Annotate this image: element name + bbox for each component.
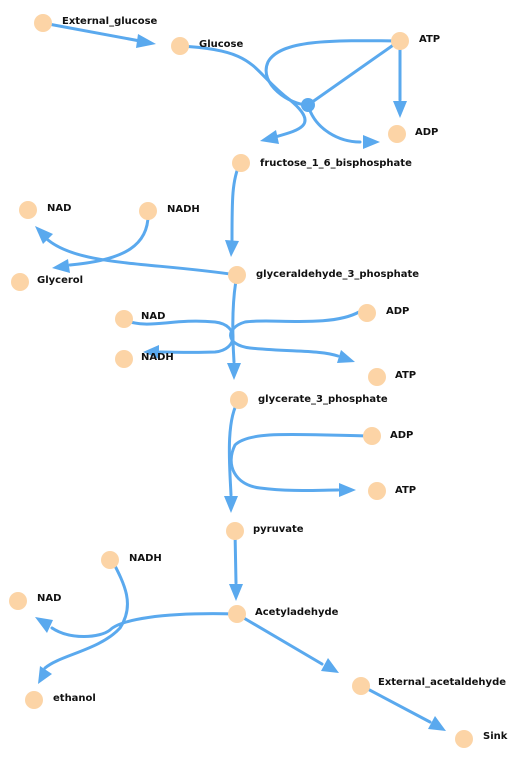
node-label: NAD <box>47 203 71 214</box>
arrowhead <box>35 617 53 633</box>
edge-adp-to-atp <box>229 310 361 358</box>
arrowhead <box>393 101 407 118</box>
node-label: fructose_1_6_bisphosphate <box>260 158 412 169</box>
node-adp[interactable]: ADP <box>358 304 409 322</box>
edge-g3p-to-nad <box>46 238 239 277</box>
node-label: NADH <box>167 204 200 215</box>
edge-adp-to-atp-2 <box>229 432 374 492</box>
node-glycerol[interactable]: Glycerol <box>11 273 83 291</box>
edge-atp-to-reaction <box>264 39 401 107</box>
arrowhead <box>38 666 52 684</box>
node-label: ADP <box>390 430 413 441</box>
node-label: ATP <box>395 370 416 381</box>
node-label: pyruvate <box>253 524 304 535</box>
node-label: Glycerol <box>37 275 83 286</box>
edge-nad-to-nadh <box>122 318 235 354</box>
node-nad[interactable]: NAD <box>115 310 165 328</box>
node-label: ethanol <box>53 693 96 704</box>
node-atp[interactable]: ATP <box>391 32 440 50</box>
node-adp[interactable]: ADP <box>388 125 438 143</box>
node-label: glyceraldehyde_3_phosphate <box>256 269 419 280</box>
node-label: ADP <box>415 127 438 138</box>
node-label: Sink <box>483 731 508 742</box>
edge-f16bp-to-g3p <box>230 161 242 242</box>
node-external-glucose[interactable]: External_glucose <box>34 14 158 32</box>
node-glyceraldehyde-3-phosphate[interactable]: glyceraldehyde_3_phosphate <box>228 266 419 284</box>
node-glucose[interactable]: Glucose <box>171 37 244 55</box>
edge-external-glucose-to-glucose <box>41 21 142 43</box>
node-label: glycerate_3_phosphate <box>258 394 388 405</box>
edge-nadh-to-ethanol <box>43 558 129 670</box>
arrowhead <box>52 259 70 273</box>
edge-g3p-to-gly3p <box>231 273 239 364</box>
arrowhead <box>260 130 279 144</box>
node-label: ATP <box>419 34 440 45</box>
node-label: External_acetaldehyde <box>378 677 506 688</box>
nodes: External_glucose Glucose ATP ADP fructos… <box>9 14 508 748</box>
arrowhead <box>227 363 241 380</box>
node-label: NADH <box>129 553 162 564</box>
node-adp[interactable]: ADP <box>363 427 413 445</box>
arrowhead <box>321 658 339 673</box>
arrowhead <box>35 226 53 244</box>
node-label: NAD <box>141 311 165 322</box>
arrowhead <box>337 350 355 363</box>
node-label: ATP <box>395 485 416 496</box>
node-label: Acetyladehyde <box>255 607 339 618</box>
node-label: ADP <box>386 306 409 317</box>
node-label: Glucose <box>199 39 244 50</box>
node-nadh[interactable]: NADH <box>139 202 200 220</box>
node-atp[interactable]: ATP <box>368 368 416 386</box>
edge-nadh-to-glycerol <box>68 209 150 267</box>
arrowhead <box>136 34 156 48</box>
edge-reaction-to-adp <box>306 103 362 144</box>
node-nad[interactable]: NAD <box>19 201 71 219</box>
arrowhead <box>339 483 356 497</box>
node-nadh[interactable]: NADH <box>101 551 162 569</box>
node-label: NADH <box>141 352 174 363</box>
node-external-acetaldehyde[interactable]: External_acetaldehyde <box>352 677 506 695</box>
edge-acetaldehyde-to-nad <box>50 612 238 638</box>
node-glycerate-3-phosphate[interactable]: glycerate_3_phosphate <box>230 391 388 409</box>
edge-glucose-to-f16bp <box>178 44 307 139</box>
node-fructose-bisphosphate[interactable]: fructose_1_6_bisphosphate <box>232 154 412 172</box>
edge-acetaldehyde-to-external <box>235 612 324 666</box>
node-ethanol[interactable]: ethanol <box>25 691 96 709</box>
node-sink[interactable]: Sink <box>455 730 508 748</box>
node-acetaldehyde[interactable]: Acetyladehyde <box>228 605 339 623</box>
arrowhead <box>229 584 243 601</box>
arrowhead <box>428 716 446 731</box>
edge-external-to-sink <box>360 684 432 724</box>
node-label: External_glucose <box>62 16 158 27</box>
node-nadh[interactable]: NADH <box>115 350 174 368</box>
edge-atp-direct <box>306 39 401 107</box>
node-pyruvate[interactable]: pyruvate <box>226 522 304 540</box>
node-label: NAD <box>37 593 61 604</box>
arrowhead <box>225 240 239 257</box>
arrowhead <box>363 135 380 149</box>
arrowhead <box>143 345 159 359</box>
arrowhead <box>224 496 238 513</box>
node-atp[interactable]: ATP <box>368 482 416 500</box>
node-nad[interactable]: NAD <box>9 592 61 610</box>
